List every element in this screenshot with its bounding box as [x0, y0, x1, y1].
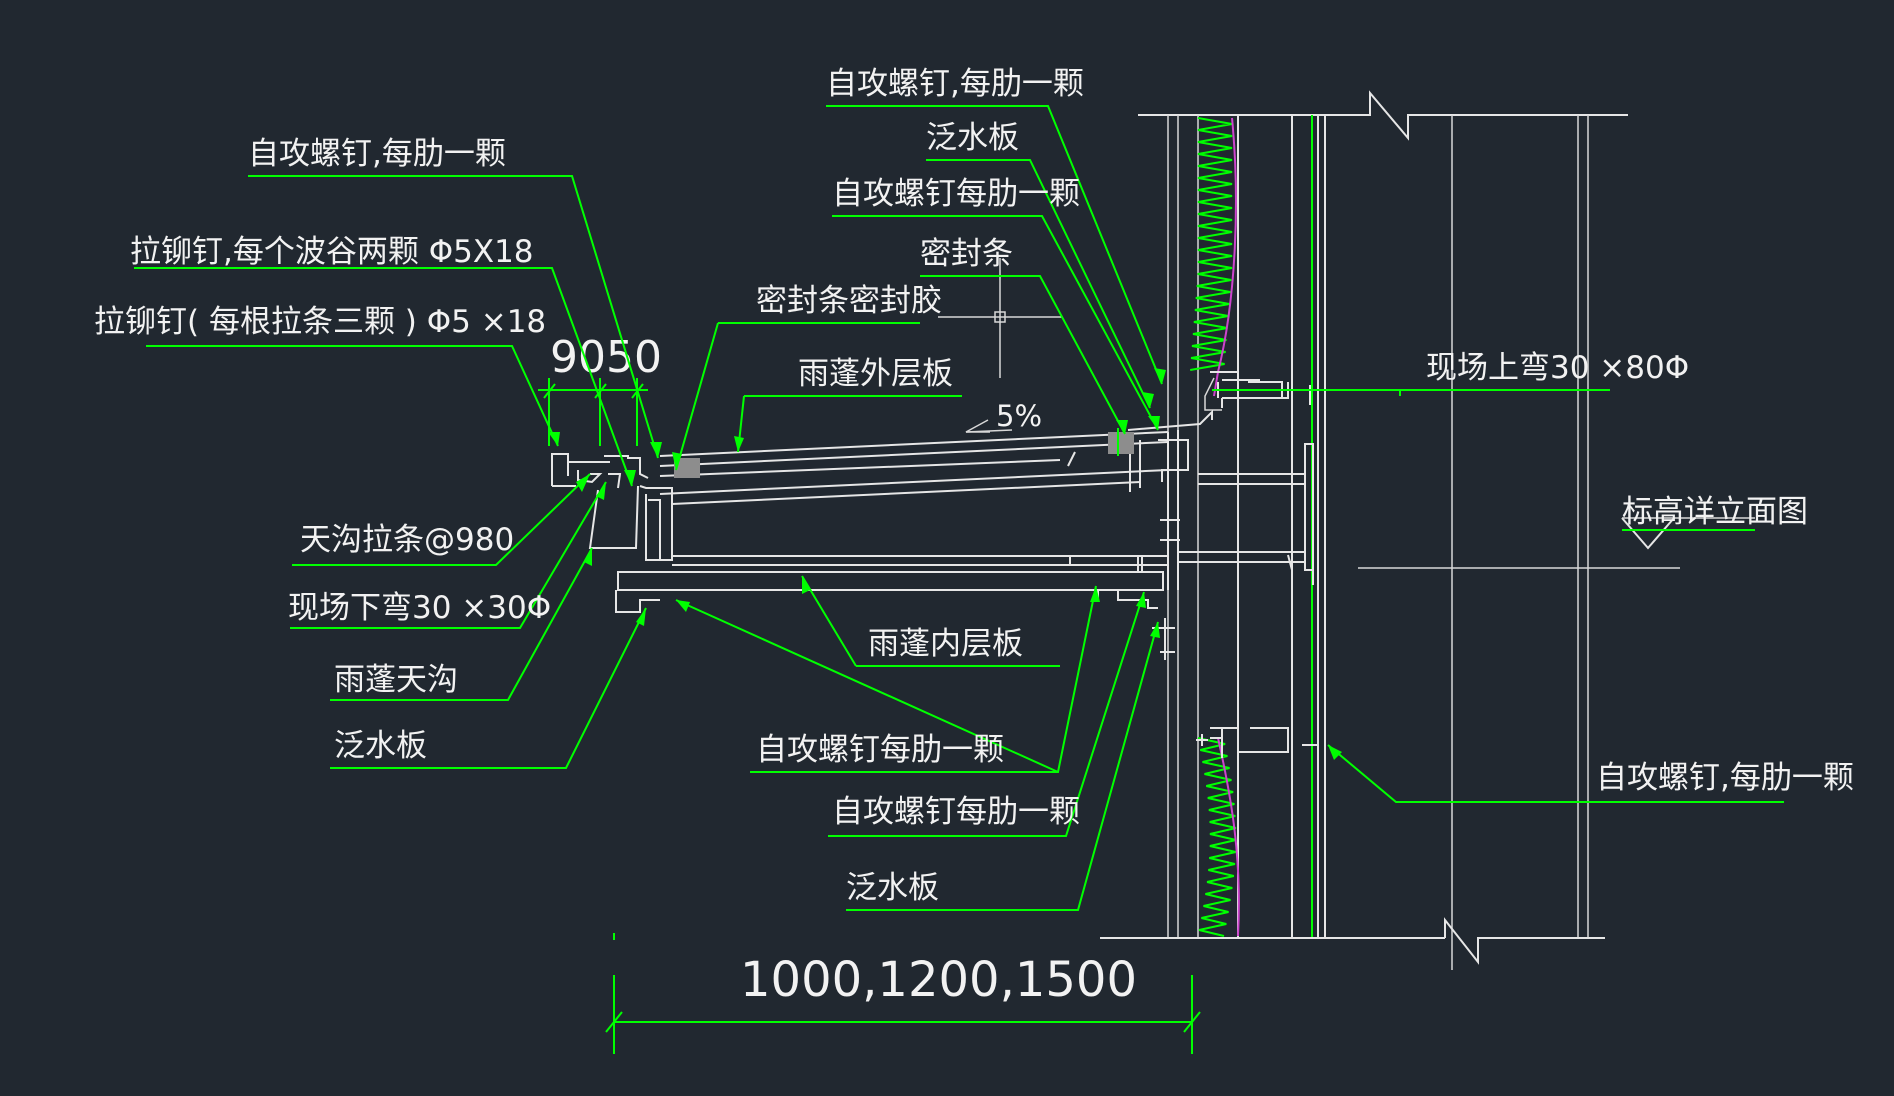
label-bend-down: 现场下弯30 ×30Φ: [288, 590, 551, 626]
label-screw-top-right: 自攻螺钉,每肋一颗: [826, 66, 1084, 102]
arrowheads: [548, 368, 1342, 760]
top-dimension-text: 9050: [550, 332, 662, 383]
label-seal-strip: 密封条: [920, 236, 1013, 272]
leader-lines: [134, 105, 1784, 911]
bottom-dimension: 1000,1200,1500: [605, 933, 1201, 1054]
label-canopy-outer: 雨蓬外层板: [798, 356, 953, 392]
label-rivet-valley: 拉铆钉,每个波谷两颗 Φ5X18: [130, 234, 534, 270]
top-dimension: 9050: [538, 332, 662, 446]
label-screw-bottom-2: 自攻螺钉每肋一颗: [832, 794, 1080, 830]
label-screw-bottom-1: 自攻螺钉每肋一颗: [756, 732, 1004, 768]
wall-purlins: [1196, 371, 1318, 758]
label-gutter-strip: 天沟拉条@980: [300, 522, 514, 558]
slope-indicator: 5%: [965, 399, 1042, 433]
label-sealant: 密封条密封胶: [756, 283, 942, 319]
annotation-labels: 自攻螺钉,每肋一颗 泛水板 自攻螺钉每肋一颗 密封条 密封条密封胶 雨蓬外层板 …: [94, 66, 1854, 906]
canopy-body: [551, 409, 1314, 660]
label-screw-right-bottom: 自攻螺钉,每肋一颗: [1596, 760, 1854, 796]
label-rivet-strip: 拉铆钉( 每根拉条三颗 ) Φ5 ×18: [94, 304, 546, 340]
crosshair-cursor: [938, 258, 1062, 378]
label-elevation: 标高详立面图: [1622, 494, 1808, 530]
label-flashing-bottom: 泛水板: [846, 870, 939, 906]
label-screw-left-top: 自攻螺钉,每肋一颗: [248, 136, 506, 172]
bottom-dimension-text: 1000,1200,1500: [740, 952, 1137, 1008]
label-bend-up: 现场上弯30 ×80Φ: [1426, 350, 1689, 386]
wall-structure: [1100, 90, 1755, 970]
sealant-blocks: [674, 428, 1134, 478]
slope-text: 5%: [996, 399, 1042, 433]
wall-insulation: [1190, 117, 1240, 937]
label-canopy-gutter: 雨蓬天沟: [334, 662, 458, 698]
label-flashing-top: 泛水板: [926, 120, 1019, 156]
label-flashing-left: 泛水板: [334, 728, 427, 764]
label-canopy-inner: 雨蓬内层板: [868, 626, 1023, 662]
label-screw-mid-top: 自攻螺钉每肋一颗: [832, 176, 1080, 212]
